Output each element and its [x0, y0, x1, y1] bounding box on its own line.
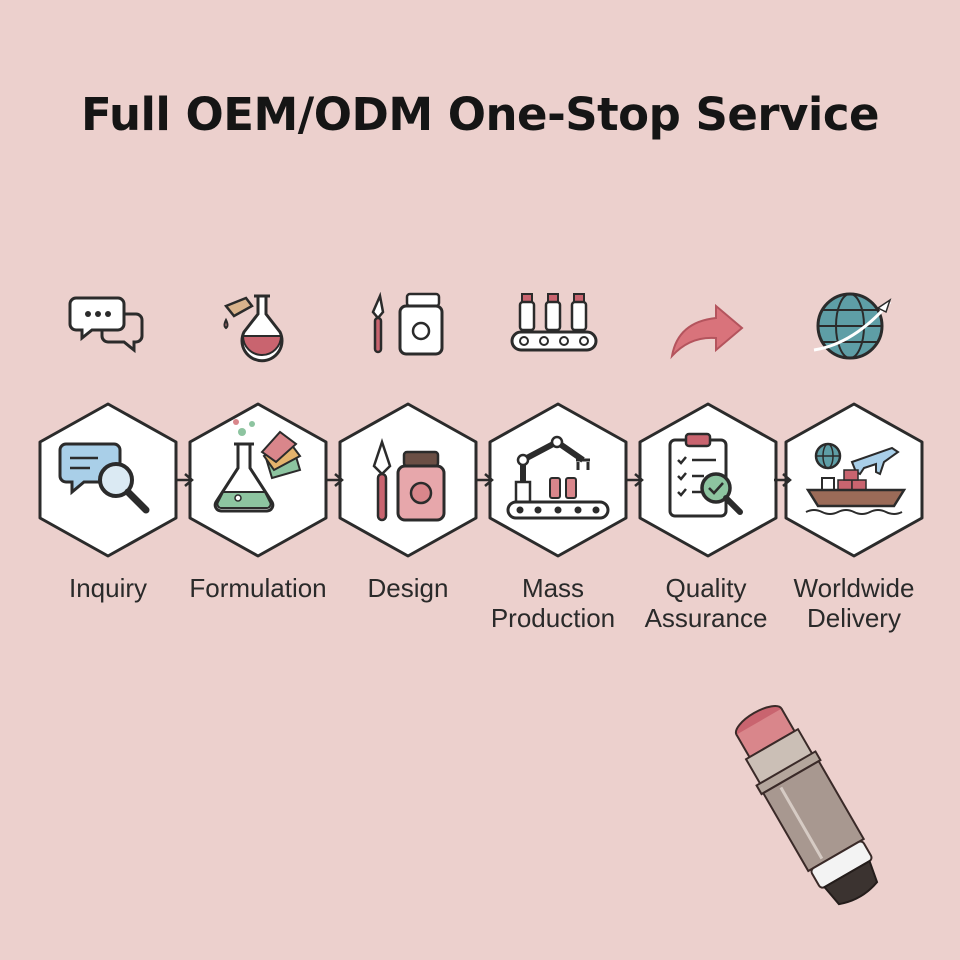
step-label-formulation: Formulation — [178, 573, 338, 603]
step-label-line: Quality — [665, 573, 747, 603]
curved-arrow-icon — [664, 284, 754, 364]
connector-arrow-icon — [474, 470, 496, 490]
connector-arrow-icon — [624, 470, 646, 490]
step-label-line: Design — [367, 573, 449, 603]
spatula-jar-small-icon — [360, 284, 450, 364]
lipstick-brush-illustration — [690, 690, 930, 930]
step-formulation-hexagon — [186, 400, 330, 560]
dropper-flask-icon — [212, 284, 302, 364]
step-label-line: Assurance — [644, 603, 768, 633]
step-label-line: Delivery — [807, 603, 901, 633]
step-worldwide-delivery-hexagon — [782, 400, 926, 560]
step-design-hexagon — [336, 400, 480, 560]
connector-arrow-icon — [174, 470, 196, 490]
step-mass-production-hexagon — [486, 400, 630, 560]
conveyor-bottles-icon — [508, 284, 598, 364]
step-label-inquiry: Inquiry — [28, 573, 188, 603]
step-label-line: Production — [490, 603, 616, 633]
step-label-mass-production: Mass Production — [473, 573, 633, 633]
step-label-design: Design — [328, 573, 488, 603]
flask-swatches-icon — [213, 419, 302, 513]
step-label-line: Worldwide — [793, 573, 915, 603]
step-label-worldwide-delivery: Worldwide Delivery — [774, 573, 934, 633]
step-label-line: Inquiry — [68, 573, 148, 603]
chat-magnifier-icon — [58, 442, 150, 514]
ship-plane-globe-icon — [805, 442, 907, 515]
speech-bubbles-icon — [66, 284, 156, 364]
step-label-quality-assurance: Quality Assurance — [626, 573, 786, 633]
robot-arm-conveyor-icon — [506, 435, 610, 520]
globe-plane-icon — [808, 284, 898, 364]
page-title: Full OEM/ODM One-Stop Service — [80, 88, 880, 141]
step-quality-assurance-hexagon — [636, 400, 780, 560]
clipboard-check-icon — [668, 432, 743, 518]
step-label-line: Formulation — [189, 573, 327, 603]
spatula-jar-icon — [372, 438, 446, 522]
step-inquiry-hexagon — [36, 400, 180, 560]
connector-arrow-icon — [772, 470, 794, 490]
step-label-line: Mass — [521, 573, 585, 603]
connector-arrow-icon — [324, 470, 346, 490]
